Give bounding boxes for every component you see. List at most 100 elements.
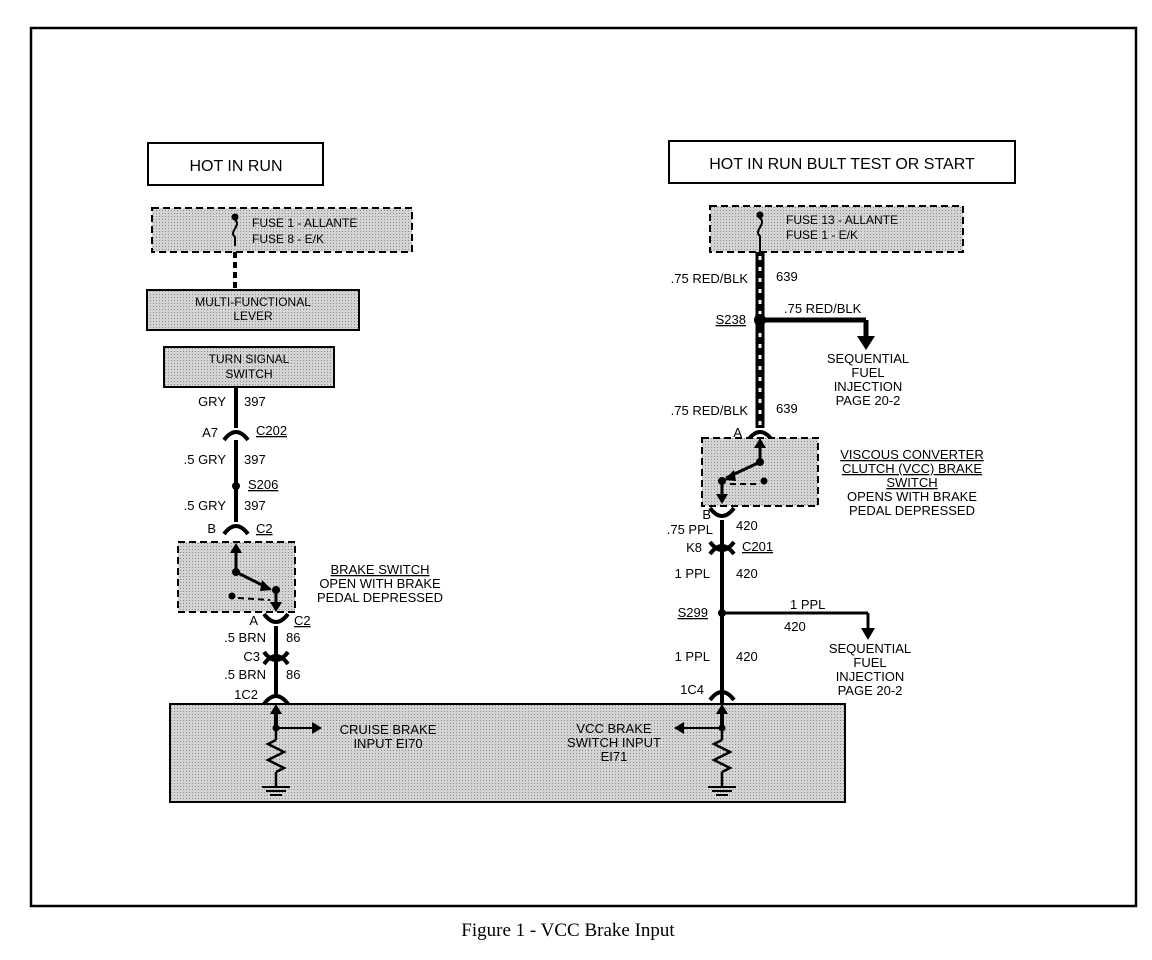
right-w3-color: .75 PPL — [667, 522, 713, 537]
right-w1-color: .75 RED/BLK — [671, 271, 749, 286]
right-fuse-terminal — [756, 211, 764, 219]
left-w3-color: .5 GRY — [184, 498, 227, 513]
right-branch2-circuit-label: 420 — [784, 619, 806, 634]
left-switch-open-contact — [228, 592, 236, 600]
left-input-line-2: INPUT EI70 — [353, 736, 422, 751]
left-c202-connector-icon — [222, 430, 250, 442]
right-conn-b-icon — [708, 506, 736, 518]
left-conn1-pin: A7 — [202, 425, 218, 440]
right-vcc-line-5: PEDAL DEPRESSED — [849, 503, 975, 518]
right-branch1-arrow — [857, 336, 875, 350]
right-conn2: B — [702, 507, 711, 522]
right-switch-top-arrow — [754, 438, 766, 448]
left-c3-connector-icon-b — [262, 654, 290, 666]
left-brake-switch-line-2: OPEN WITH BRAKE — [319, 576, 441, 591]
left-mfl-line-2: LEVER — [233, 309, 273, 323]
right-input-line-1: VCC BRAKE — [576, 721, 651, 736]
left-switch-blade-arrow — [260, 580, 272, 591]
left-tss-line-1: TURN SIGNAL — [209, 352, 290, 366]
right-splice2-label: S299 — [678, 605, 708, 620]
left-c2-bottom-connector-icon — [262, 612, 290, 624]
right-conn3-id: C201 — [742, 539, 773, 554]
right-input-arrow — [674, 722, 684, 734]
right-branch1-dest-1: SEQUENTIAL — [827, 351, 909, 366]
left-splice-label: S206 — [248, 477, 278, 492]
left-input-pin-arrow — [270, 704, 282, 714]
left-input-arrow — [312, 722, 322, 734]
left-fuse-icon — [232, 219, 238, 246]
left-conn4: C3 — [243, 649, 260, 664]
left-pin: 1C2 — [234, 687, 258, 702]
right-branch2-arrow — [861, 628, 875, 640]
left-w1-color: GRY — [198, 394, 226, 409]
left-conn1-id: C202 — [256, 423, 287, 438]
right-branch2-wire-label: 1 PPL — [790, 597, 825, 612]
right-conn1: A — [733, 425, 742, 440]
left-fuse-terminal — [231, 213, 239, 221]
left-header-box — [147, 142, 324, 186]
right-fuse-line-1: FUSE 13 - ALLANTE — [786, 213, 898, 227]
left-splice-dot — [232, 482, 240, 490]
right-splice1-label: S238 — [716, 312, 746, 327]
right-branch1-dest-3: INJECTION — [834, 379, 903, 394]
right-branch2-dest-3: INJECTION — [836, 669, 905, 684]
left-switch-bottom-arrow — [270, 602, 282, 612]
left-w2-circuit: 397 — [244, 452, 266, 467]
right-resistor-icon — [711, 738, 733, 774]
right-vcc-line-4: OPENS WITH BRAKE — [847, 489, 977, 504]
right-w5-color: 1 PPL — [675, 649, 710, 664]
right-input-line-2: SWITCH INPUT — [567, 735, 661, 750]
left-input-line-1: CRUISE BRAKE — [340, 722, 437, 737]
right-w2-circuit: 639 — [776, 401, 798, 416]
left-fuse-line-2: FUSE 8 - E/K — [252, 232, 324, 246]
right-fuse-box — [709, 205, 964, 253]
left-switch-top-arrow — [230, 543, 242, 553]
left-1c2-connector-icon — [262, 694, 290, 706]
right-w5-circuit: 420 — [736, 649, 758, 664]
right-w1-circuit: 639 — [776, 269, 798, 284]
right-vcc-title-1: VISCOUS CONVERTER — [840, 447, 984, 462]
right-fuse-line-2: FUSE 1 - E/K — [786, 228, 858, 242]
right-switch-blade-arrow — [724, 470, 736, 481]
right-branch2-dest-2: FUEL — [853, 655, 886, 670]
left-mfl-box — [146, 289, 360, 331]
left-w1-circuit: 397 — [244, 394, 266, 409]
left-c2-top-connector-icon — [222, 524, 250, 536]
left-w4-color: .5 BRN — [224, 630, 266, 645]
left-w2-color: .5 GRY — [184, 452, 227, 467]
left-conn3-pin: A — [249, 613, 258, 628]
left-resistor-icon — [265, 738, 287, 774]
right-header-text: HOT IN RUN BULT TEST OR START — [709, 156, 975, 173]
left-brake-switch-title: BRAKE SWITCH — [331, 562, 430, 577]
left-brake-switch-line-3: PEDAL DEPRESSED — [317, 590, 443, 605]
left-conn2-pin: B — [207, 521, 216, 536]
right-c201-icon-b — [708, 544, 736, 556]
left-fuse-box — [151, 207, 413, 253]
right-w3-circuit: 420 — [736, 518, 758, 533]
left-header-text: HOT IN RUN — [189, 158, 282, 175]
right-header-box — [668, 140, 1016, 184]
right-w4-color: 1 PPL — [675, 566, 710, 581]
right-branch2-dest-1: SEQUENTIAL — [829, 641, 911, 656]
right-input-pin-arrow — [716, 704, 728, 714]
left-w5-circuit: 86 — [286, 667, 300, 682]
left-tss-box — [163, 346, 335, 388]
left-mfl-line-1: MULTI-FUNCTIONAL — [195, 295, 311, 309]
right-branch2-dest-4: PAGE 20-2 — [838, 683, 903, 698]
left-c3-connector-icon-a — [262, 650, 290, 662]
left-conn3-id: C2 — [294, 613, 311, 628]
left-conn2-id: C2 — [256, 521, 273, 536]
right-fuse-icon — [757, 217, 763, 252]
left-tss-line-2: SWITCH — [225, 367, 272, 381]
right-w4-circuit: 420 — [736, 566, 758, 581]
outer-frame — [29, 26, 1138, 908]
right-branch1-dest-4: PAGE 20-2 — [836, 393, 901, 408]
left-w4-circuit: 86 — [286, 630, 300, 645]
left-w3-circuit: 397 — [244, 498, 266, 513]
right-vcc-title-2: CLUTCH (VCC) BRAKE — [842, 461, 982, 476]
left-w5-color: .5 BRN — [224, 667, 266, 682]
figure-caption: Figure 1 - VCC Brake Input — [461, 920, 675, 941]
right-branch1-dest-2: FUEL — [851, 365, 884, 380]
right-branch1-wire-label: .75 RED/BLK — [784, 301, 862, 316]
